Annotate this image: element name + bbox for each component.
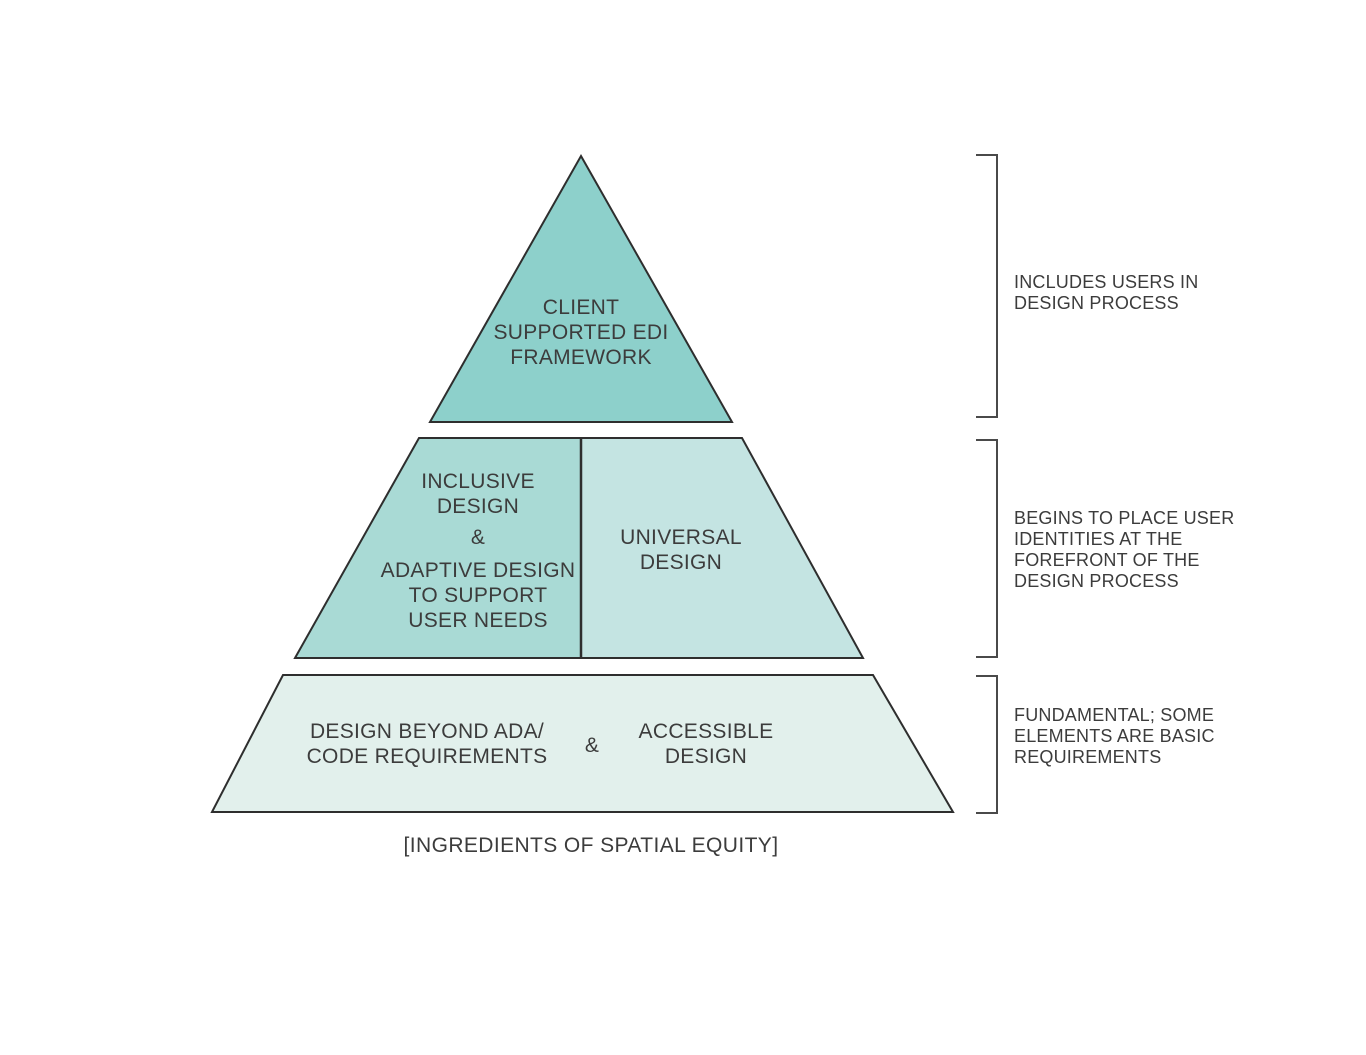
diagram-caption: [INGREDIENTS OF SPATIAL EQUITY] (403, 834, 779, 857)
tier-middle-right-label: UNIVERSAL DESIGN (620, 526, 742, 574)
tier-middle-left-subtitle: ADAPTIVE DESIGN TO SUPPORT USER NEEDS (380, 559, 576, 632)
tier-middle-left-ampersand: & (470, 526, 486, 549)
tier-top-label: CLIENT SUPPORTED EDI FRAMEWORK (493, 296, 669, 369)
annotation-bottom-tier: FUNDAMENTAL; SOME ELEMENTS ARE BASIC REQ… (1014, 705, 1215, 767)
tier-top-triangle (428, 153, 734, 423)
annotation-top-tier: INCLUDES USERS IN DESIGN PROCESS (1014, 272, 1199, 313)
bracket-middle-tier (976, 439, 998, 658)
bracket-bottom-tier (976, 675, 998, 814)
tier-middle-left-title: INCLUSIVE DESIGN (421, 470, 535, 518)
bracket-top-tier (976, 154, 998, 418)
tier-bottom-shape (210, 674, 955, 813)
tier-bottom-ampersand: & (584, 734, 600, 757)
tier-bottom-left-label: DESIGN BEYOND ADA/ CODE REQUIREMENTS (306, 720, 548, 768)
annotation-middle-tier: BEGINS TO PLACE USER IDENTITIES AT THE F… (1014, 508, 1235, 591)
tier-bottom-right-label: ACCESSIBLE DESIGN (638, 720, 774, 768)
